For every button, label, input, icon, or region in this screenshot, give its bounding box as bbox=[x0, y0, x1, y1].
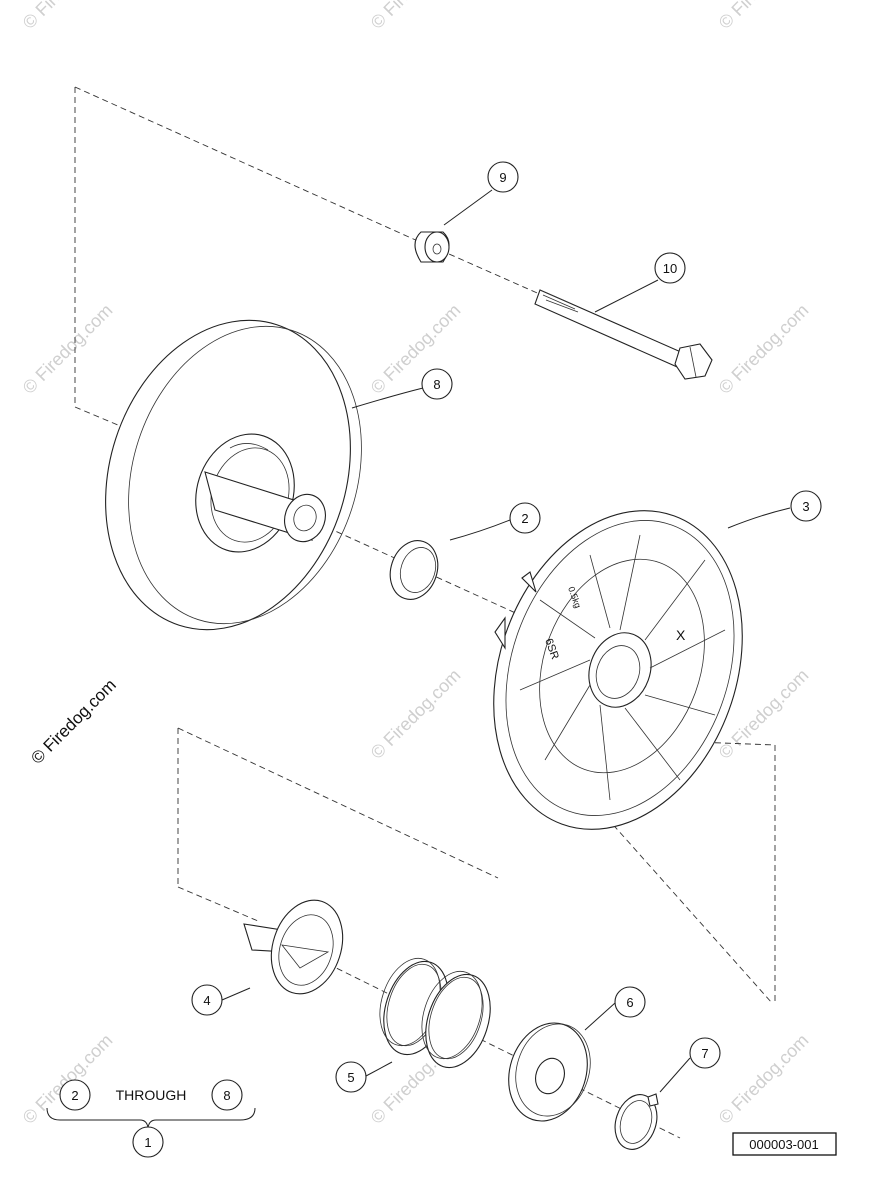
kit-note-to-label: 8 bbox=[223, 1088, 230, 1103]
watermark: © Firedog.com bbox=[715, 0, 813, 33]
callout-3-label: 3 bbox=[802, 499, 809, 514]
watermark: © Firedog.com bbox=[19, 1030, 117, 1128]
callout-9: 9 bbox=[487, 161, 519, 193]
callout-8-label: 8 bbox=[433, 377, 440, 392]
figure-id-label: 000003-001 bbox=[749, 1137, 818, 1152]
leader-lines bbox=[221, 189, 791, 1093]
kit-note-to: 8 bbox=[211, 1079, 243, 1111]
callout-10-label: 10 bbox=[663, 261, 677, 276]
watermark: © Firedog.com bbox=[715, 1030, 813, 1128]
part-5-springs bbox=[379, 957, 491, 1069]
callout-9-label: 9 bbox=[499, 170, 506, 185]
kit-note-from: 2 bbox=[59, 1079, 91, 1111]
watermark: © Firedog.com bbox=[367, 0, 465, 33]
callout-6-label: 6 bbox=[626, 995, 633, 1010]
callout-5: 5 bbox=[335, 1061, 367, 1093]
callout-4-label: 4 bbox=[203, 993, 210, 1008]
callout-2: 2 bbox=[509, 502, 541, 534]
callout-8: 8 bbox=[421, 368, 453, 400]
watermark: © Firedog.com bbox=[715, 300, 813, 398]
kit-note-from-label: 2 bbox=[71, 1088, 78, 1103]
callout-4: 4 bbox=[191, 984, 223, 1016]
callout-10: 10 bbox=[654, 252, 686, 284]
part-4-cam bbox=[243, 899, 344, 995]
sheave-spokes bbox=[519, 534, 726, 801]
part-10-bolt bbox=[534, 289, 713, 380]
watermark: © Firedog.com bbox=[19, 300, 117, 398]
kit-note: 2 THROUGH 8 1 bbox=[46, 1079, 256, 1158]
kit-note-assembly: 1 bbox=[132, 1126, 164, 1158]
part-3-movable-sheave: 6SR 0.5kg X bbox=[493, 510, 743, 830]
callout-3: 3 bbox=[790, 490, 822, 522]
part-8-sheave bbox=[105, 319, 362, 631]
part-7-snap-ring bbox=[614, 1093, 659, 1150]
part-2-ring bbox=[389, 540, 439, 600]
callout-2-label: 2 bbox=[521, 511, 528, 526]
watermark: © Firedog.com bbox=[19, 0, 117, 33]
part-6-washer bbox=[508, 1022, 591, 1122]
kit-note-brace bbox=[46, 1107, 256, 1129]
sheave-mark-right: X bbox=[676, 627, 686, 643]
callout-7-label: 7 bbox=[701, 1046, 708, 1061]
callout-5-label: 5 bbox=[347, 1070, 354, 1085]
callout-6: 6 bbox=[614, 986, 646, 1018]
figure-id-box: 000003-001 bbox=[732, 1132, 837, 1156]
kit-note-assembly-label: 1 bbox=[144, 1135, 151, 1150]
part-9-spacer bbox=[414, 231, 450, 263]
watermark-featured: © Firedog.com bbox=[27, 675, 119, 767]
watermark: © Firedog.com bbox=[367, 665, 465, 763]
callout-7: 7 bbox=[689, 1037, 721, 1069]
kit-note-through: THROUGH bbox=[116, 1087, 187, 1103]
